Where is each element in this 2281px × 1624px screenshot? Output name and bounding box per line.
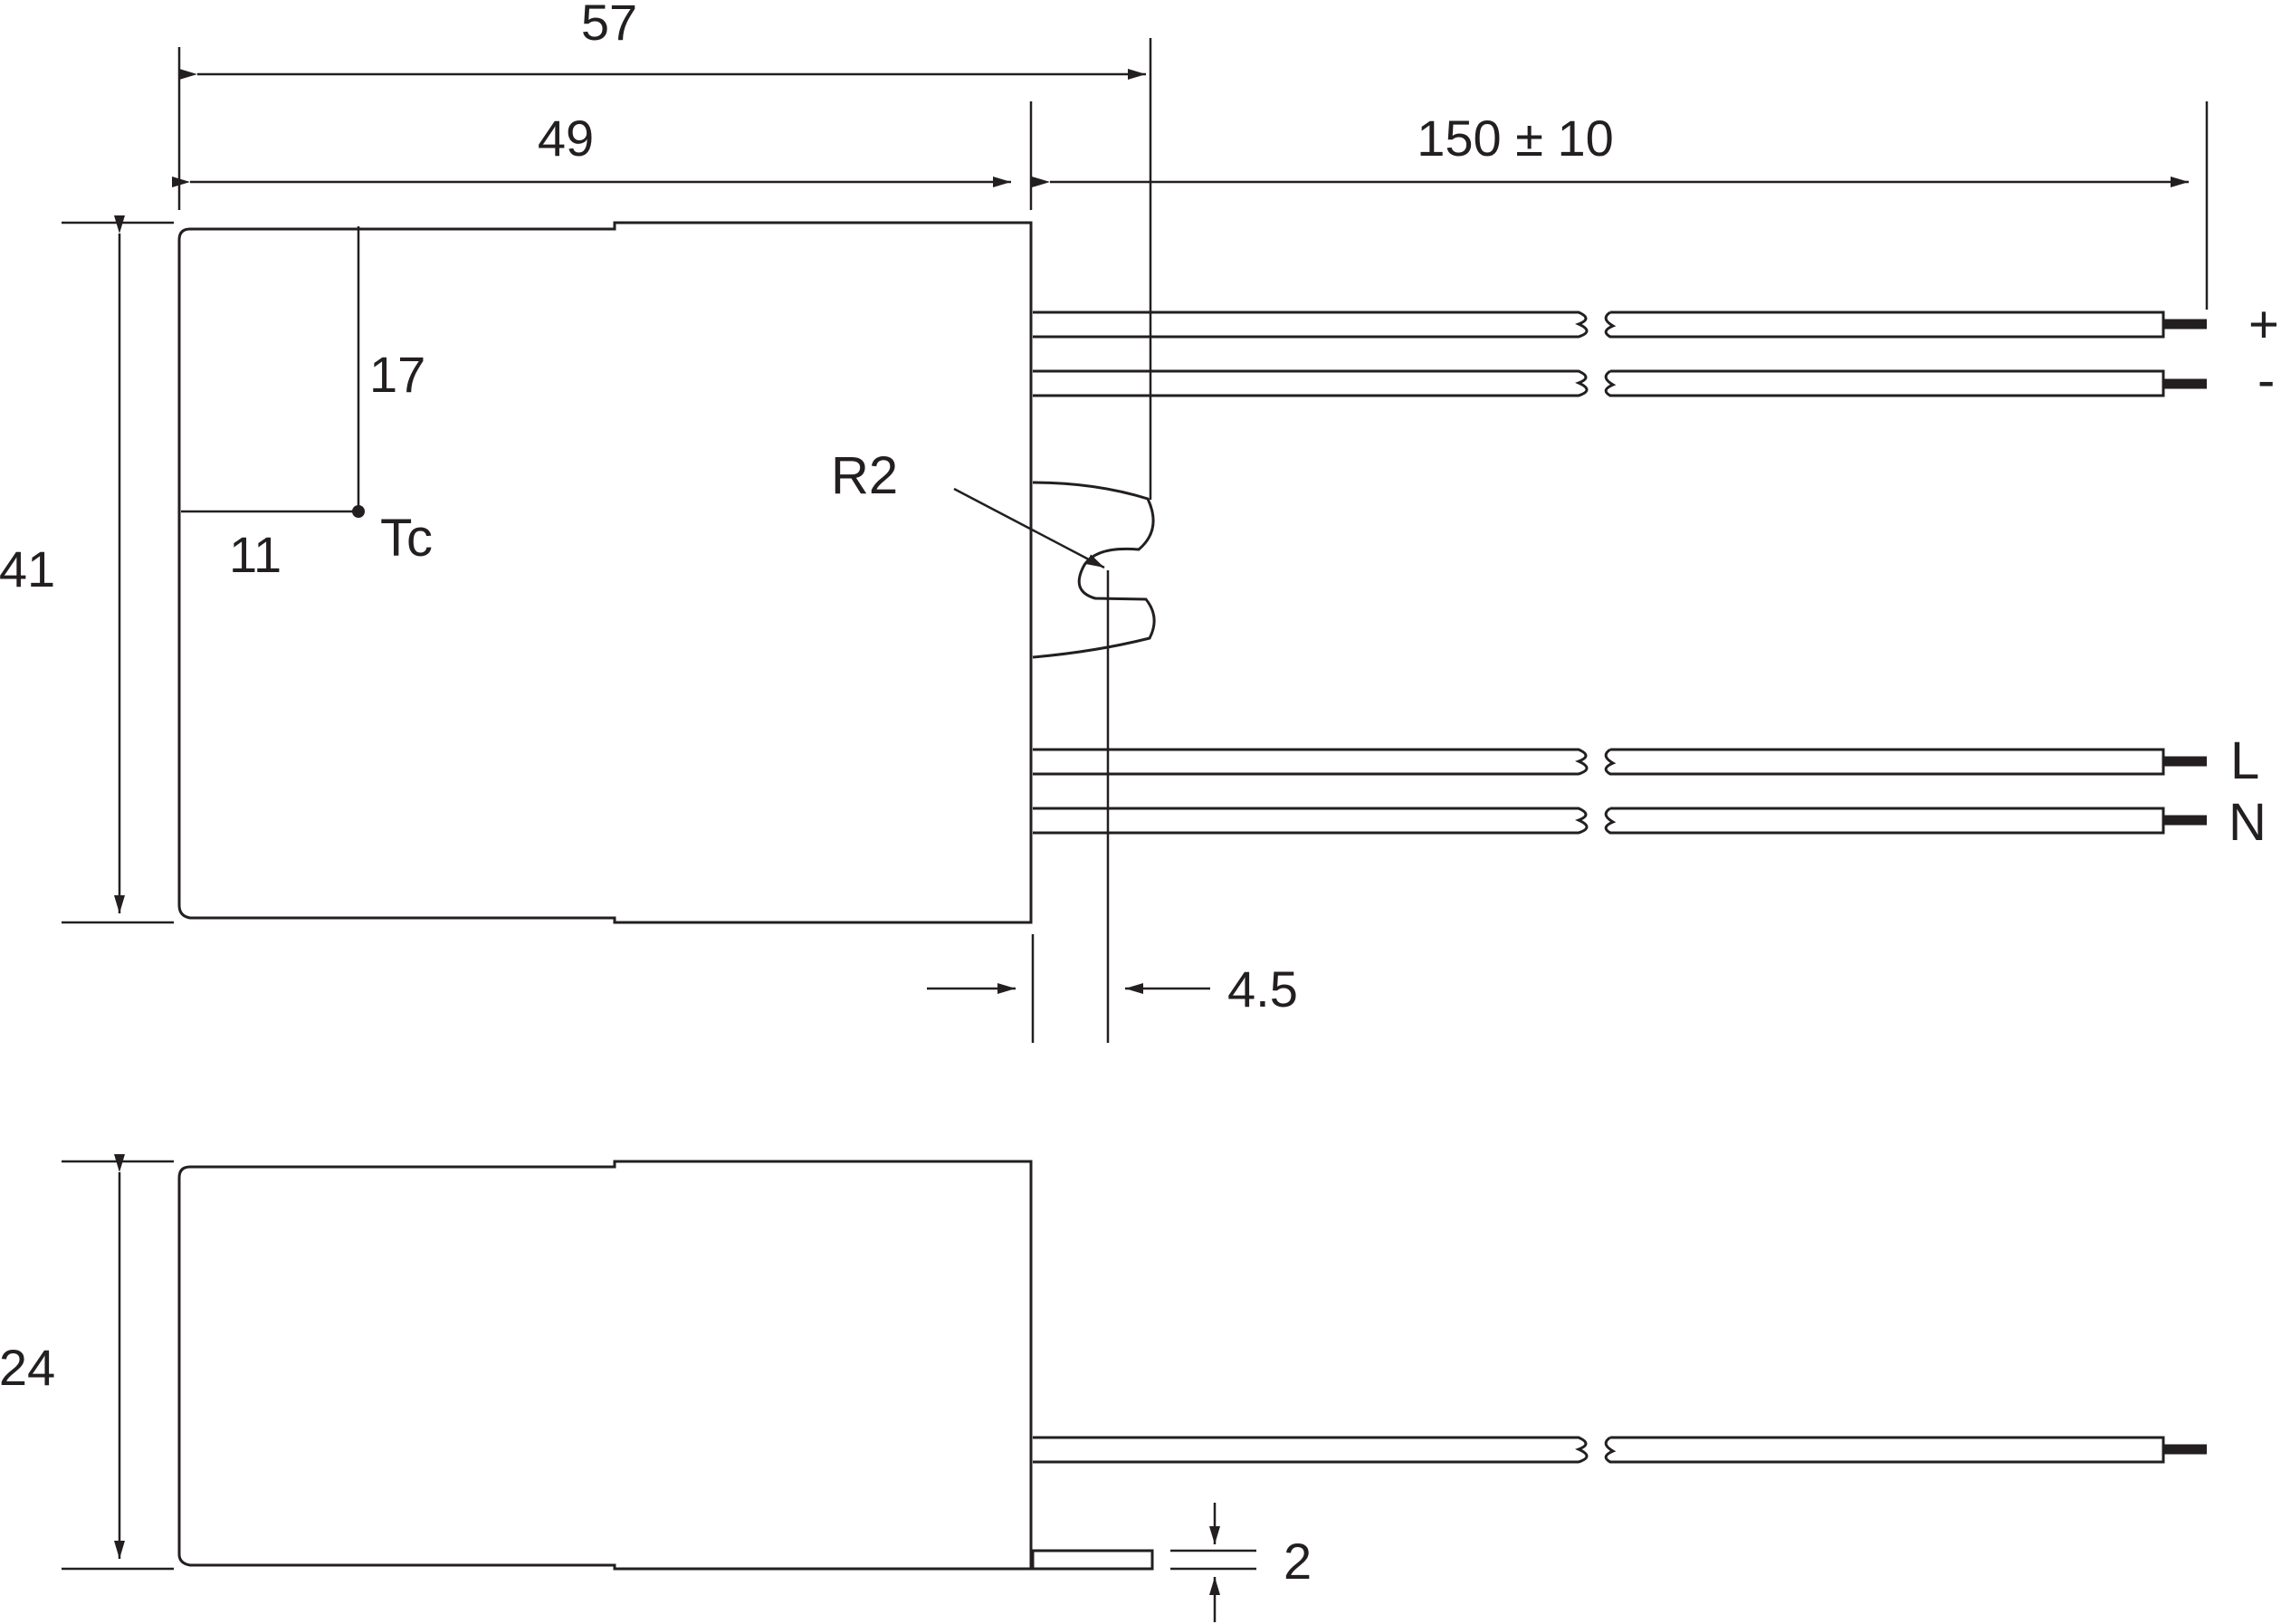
wire-plus: + bbox=[1033, 295, 2279, 354]
wire-live-label: L bbox=[2230, 731, 2259, 790]
wire-minus-label: - bbox=[2257, 351, 2275, 410]
radius-label: R2 bbox=[831, 446, 898, 505]
tc-top-dimension: 17 bbox=[369, 346, 425, 403]
tab-thickness-label: 2 bbox=[1284, 1533, 1312, 1590]
body-height-label: 24 bbox=[0, 1339, 55, 1396]
mounting-tab bbox=[1032, 481, 1156, 659]
body-width-label: 41 bbox=[0, 540, 55, 597]
side-view-body-outline bbox=[177, 1160, 1033, 1571]
side-mounting-tab bbox=[1031, 1549, 1154, 1571]
wire-neutral: N bbox=[1033, 793, 2267, 852]
tc-label: Tc bbox=[380, 509, 433, 568]
wire-neutral-label: N bbox=[2229, 793, 2267, 852]
side-view: 24 2 bbox=[0, 1154, 2207, 1622]
top-view-body-outline bbox=[177, 221, 1033, 924]
overall-length-label: 57 bbox=[581, 0, 637, 51]
side-wire bbox=[1033, 1436, 2207, 1464]
top-view: 17 11 Tc 57 49 150 ± 10 41 R2 4.5 bbox=[0, 0, 2279, 1043]
tc-point-marker bbox=[352, 505, 365, 518]
wire-plus-label: + bbox=[2248, 295, 2279, 354]
body-length-label: 49 bbox=[538, 110, 594, 167]
tc-left-dimension: 11 bbox=[229, 526, 282, 583]
offset-label: 4.5 bbox=[1227, 960, 1298, 1017]
wire-minus: - bbox=[1033, 351, 2275, 410]
wire-live: L bbox=[1033, 731, 2259, 790]
cable-length-label: 150 ± 10 bbox=[1417, 110, 1614, 167]
radius-leader bbox=[953, 487, 1105, 569]
